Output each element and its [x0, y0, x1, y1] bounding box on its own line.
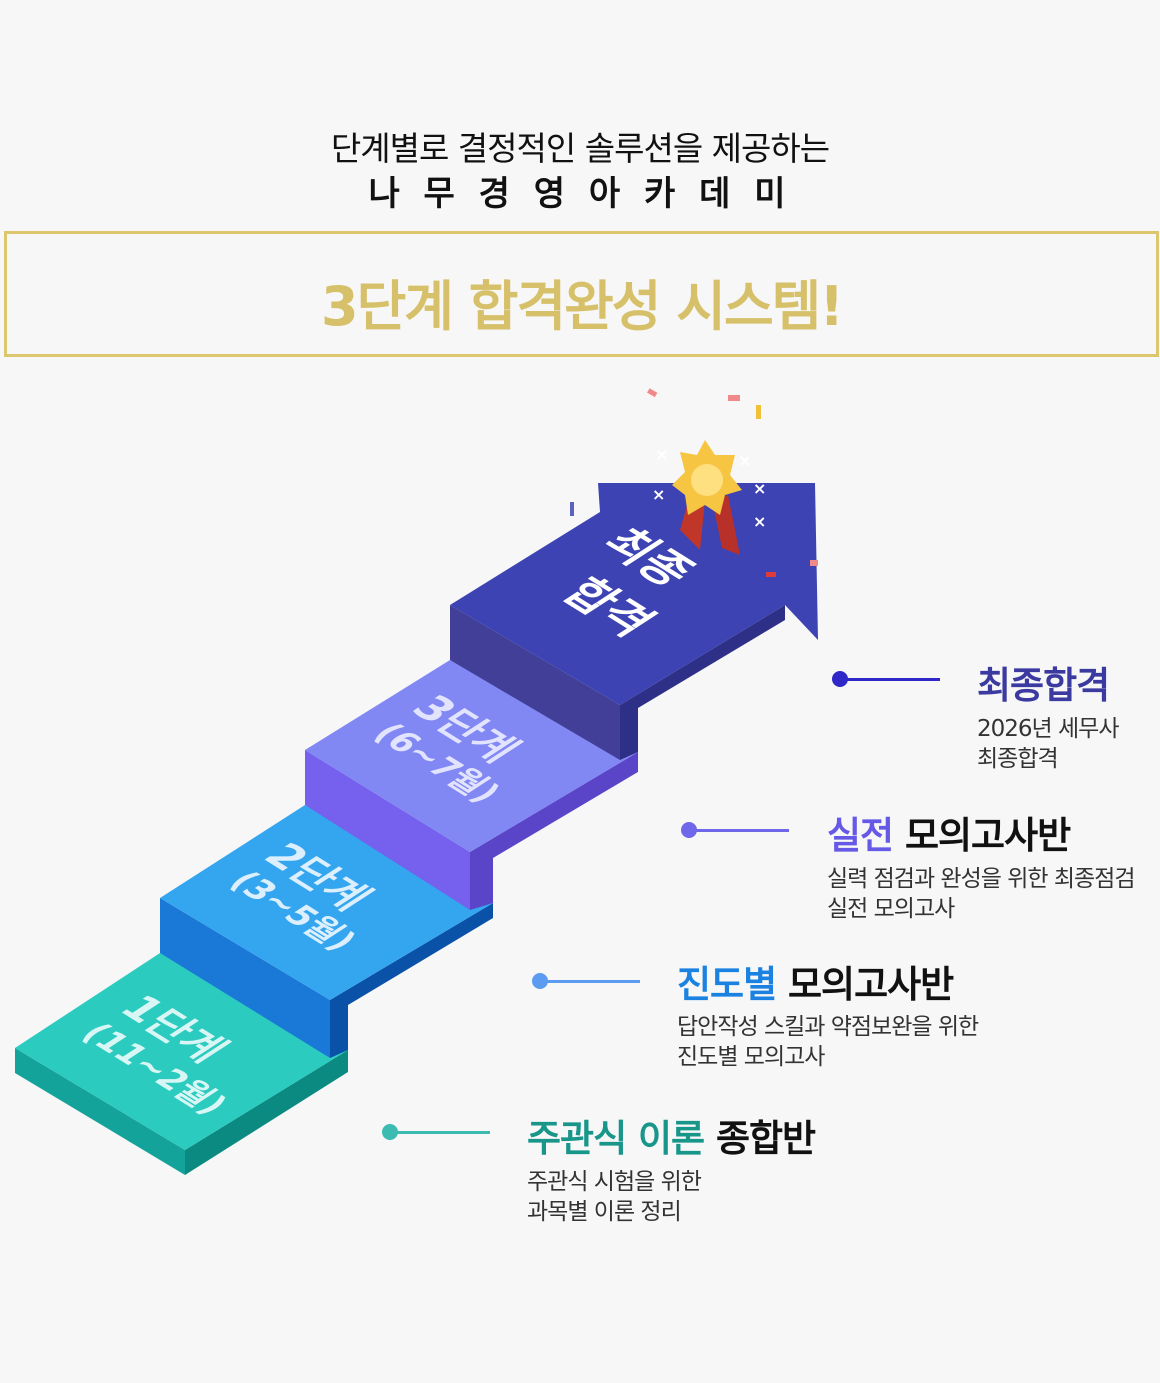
- legend-desc-final: 2026년 세무사 최종합격: [977, 714, 1119, 774]
- step-1: 1단계 (11~2월): [15, 953, 348, 1175]
- sparkle-icons: ×××××: [652, 445, 766, 531]
- step-2: 2단계 (3~5월): [160, 805, 493, 1058]
- desc-line: 2026년 세무사: [977, 716, 1119, 742]
- legend-title-final: 최종합격: [977, 664, 1110, 707]
- title-accent: 주관식 이론: [527, 1117, 705, 1160]
- legend-desc-theory: 주관식 시험을 위한 과목별 이론 정리: [527, 1167, 702, 1227]
- svg-text:×: ×: [738, 451, 751, 470]
- legend-desc-progress: 답안작성 스킬과 약점보완을 위한 진도별 모의고사: [677, 1012, 979, 1072]
- page-title: 3단계 합격완성 시스템!: [321, 275, 844, 338]
- title-box: 3단계 합격완성 시스템!: [4, 231, 1159, 357]
- medal-icon: [672, 440, 742, 555]
- svg-text:×: ×: [753, 479, 766, 498]
- desc-line: 실전 모의고사: [827, 896, 955, 922]
- legend-title-theory: 주관식 이론 종합반: [527, 1108, 816, 1162]
- desc-line: 주관식 시험을 위한: [527, 1169, 702, 1195]
- brand-name: 나 무 경 영 아 카 데 미: [368, 174, 792, 214]
- title-rest: 종합반: [704, 1117, 816, 1160]
- confetti-icons: [570, 388, 818, 577]
- desc-line: 답안작성 스킬과 약점보완을 위한: [677, 1014, 979, 1040]
- desc-line: 실력 점검과 완성을 위한 최종점검: [827, 866, 1135, 892]
- step-3: 3단계 (6~7월): [305, 660, 638, 910]
- title-accent: 진도별: [677, 963, 777, 1006]
- svg-text:×: ×: [753, 512, 766, 531]
- desc-line: 과목별 이론 정리: [527, 1199, 682, 1225]
- title-rest: 모의고사반: [776, 963, 954, 1006]
- legend-title-practice: 실전 모의고사반: [827, 805, 1071, 859]
- desc-line: 최종합격: [977, 746, 1059, 772]
- subtitle: 단계별로 결정적인 솔루션을 제공하는: [330, 129, 830, 168]
- legend-desc-practice: 실력 점검과 완성을 위한 최종점검 실전 모의고사: [827, 864, 1135, 924]
- svg-text:×: ×: [655, 445, 668, 464]
- desc-line: 진도별 모의고사: [677, 1044, 825, 1070]
- legend-title-progress: 진도별 모의고사반: [677, 954, 954, 1008]
- title-accent: 실전: [827, 814, 894, 857]
- title-rest: 모의고사반: [893, 814, 1071, 857]
- svg-text:×: ×: [652, 485, 665, 504]
